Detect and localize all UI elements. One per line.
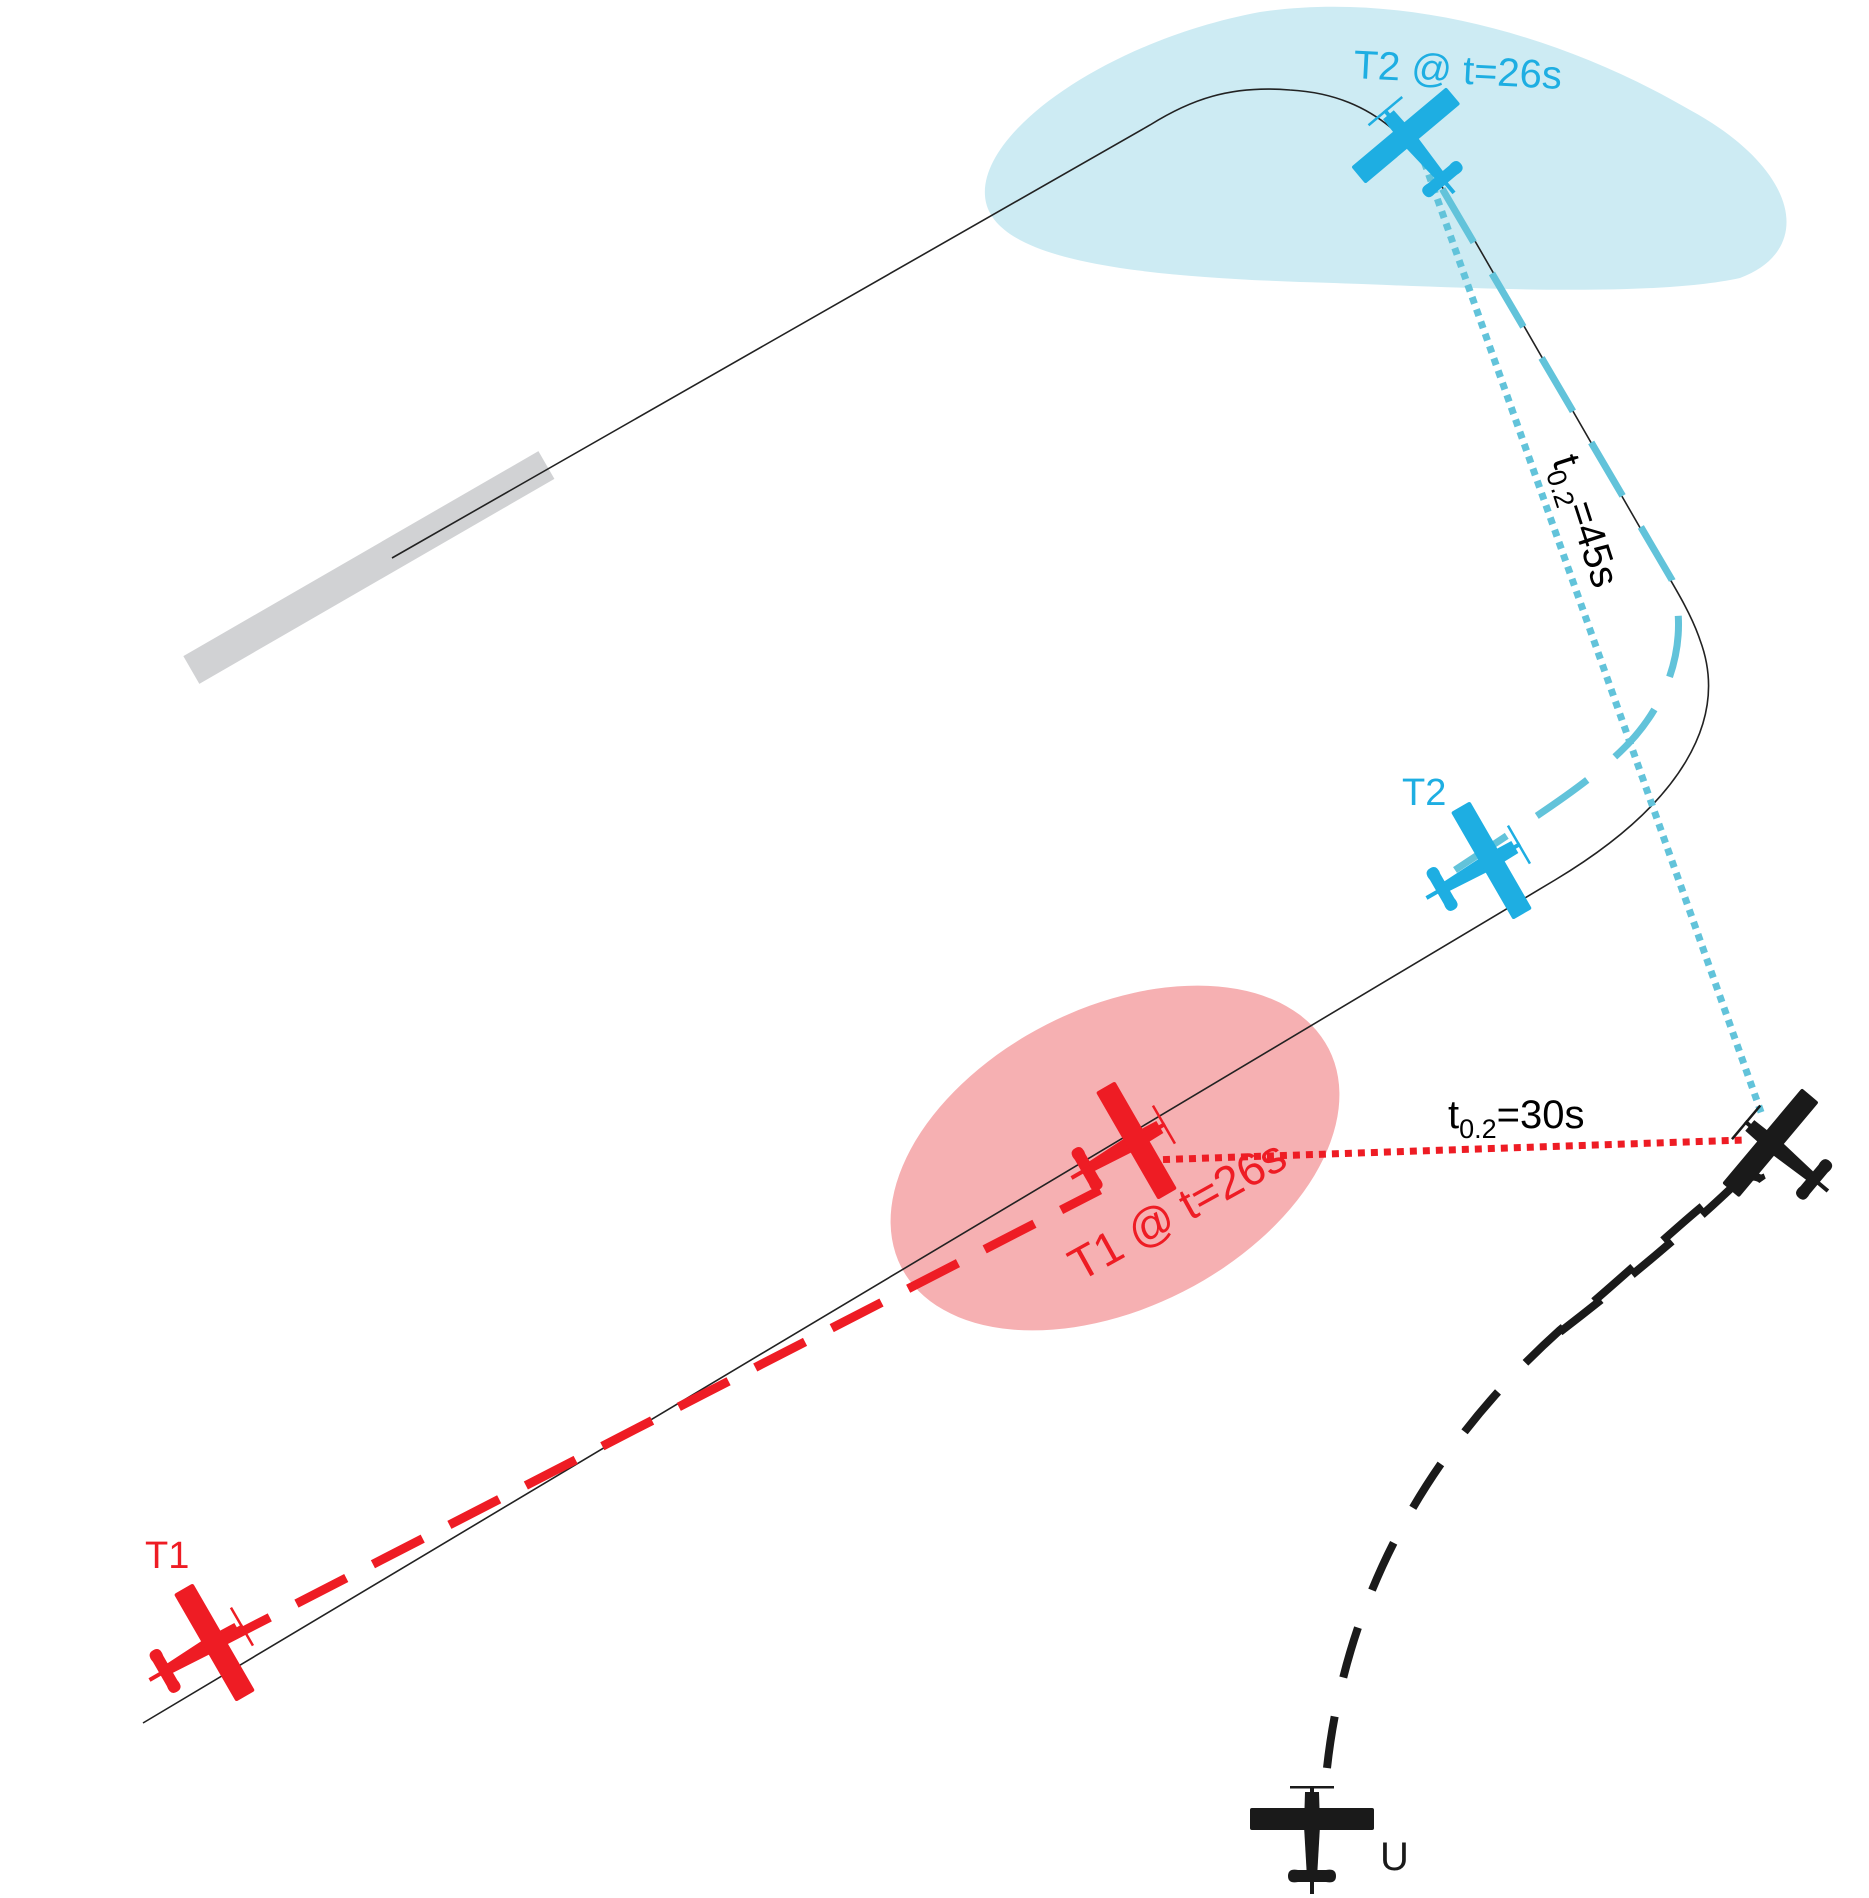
t2-aircraft-icon [1395,790,1552,952]
t1-projected-path [217,1185,1103,1648]
u-future-aircraft-icon [1705,1074,1868,1239]
runway-shape [183,451,555,684]
u-aircraft-icon [1250,1786,1374,1894]
t1-separation-line [1149,1136,1746,1164]
t2-projected-path [1436,183,1682,873]
t2-separation-line [1416,148,1766,1117]
circuit-path [142,88,1710,1724]
t2-label: T2 [1402,772,1446,814]
u-projected-path-upper [1557,1162,1758,1336]
u-projected-path [1323,1172,1766,1769]
u-label: U [1380,1835,1409,1879]
t1-separation-label: t0.2=30s [1448,1093,1585,1144]
t2-future-label: T2 @ t=26s [1353,43,1564,98]
t1-aircraft-icon [118,1572,275,1734]
t1-label: T1 [145,1535,189,1577]
